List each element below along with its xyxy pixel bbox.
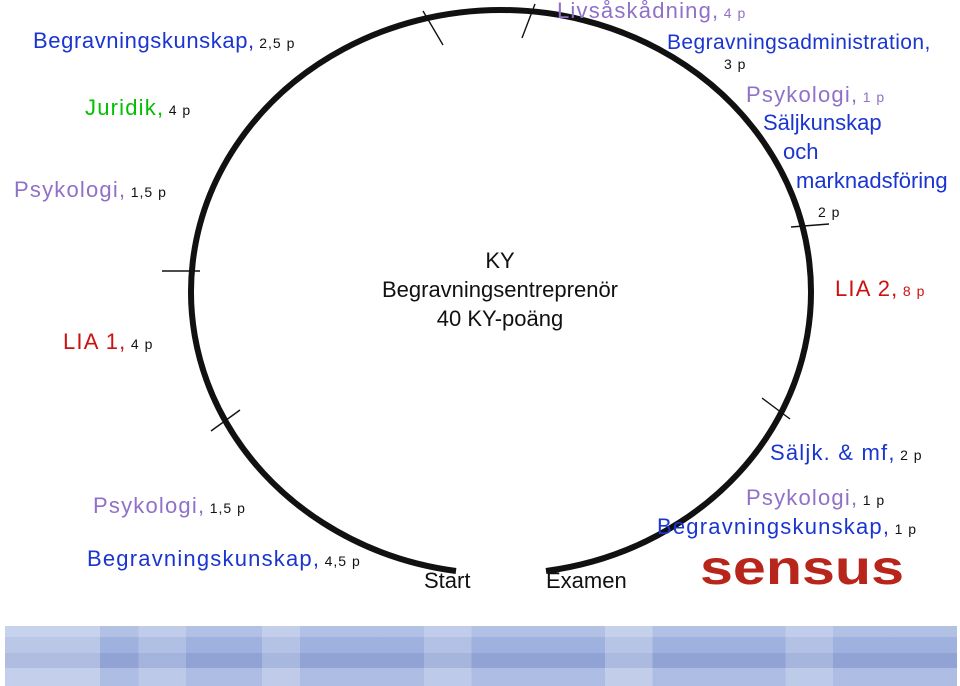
course-saljkunskap-line3: marknadsföring — [796, 168, 948, 193]
course-saljkunskap-line1: Säljkunskap — [763, 110, 882, 135]
exam-label: Examen — [546, 568, 627, 593]
program-type: KY — [485, 248, 515, 273]
section-tick — [790, 223, 830, 228]
course-psykologi-2: Psykologi, 1 p — [746, 485, 886, 510]
course-saljkunskap-line2: och — [783, 139, 819, 164]
section-tick — [521, 3, 536, 39]
ring-arc — [188, 7, 814, 574]
course-begravningsadministration-points: 3 p — [724, 56, 747, 72]
section-tick — [422, 10, 444, 46]
sensus-logo: sensus — [700, 548, 904, 590]
course-psykologi-1: Psykologi, 1 p — [746, 82, 886, 107]
course-juridik: Juridik, 4 p — [85, 95, 192, 120]
course-saljk-mf: Säljk. & mf, 2 p — [770, 440, 923, 465]
program-name: Begravningsentreprenör — [381, 277, 619, 302]
course-begravningskunskap-2: Begravningskunskap, 2,5 p — [33, 28, 296, 53]
decorative-banner-image — [5, 626, 957, 686]
course-saljkunskap-points: 2 p — [818, 204, 841, 220]
course-livsaskadning: Livsåskådning, 4 p — [557, 0, 747, 23]
course-lia-1: LIA 1, 4 p — [63, 329, 154, 354]
course-psykologi-4: Psykologi, 1,5 p — [93, 493, 246, 518]
course-lia-2: LIA 2, 8 p — [835, 276, 926, 301]
course-psykologi-3: Psykologi, 1,5 p — [14, 177, 167, 202]
section-tick — [210, 409, 241, 432]
start-label: Start — [424, 568, 471, 593]
course-begravningsadministration: Begravningsadministration, — [667, 31, 931, 54]
program-credits: 40 KY-poäng — [436, 306, 564, 331]
course-begravningskunskap-1: Begravningskunskap, 1 p — [657, 514, 918, 539]
program-title: KY Begravningsentreprenör 40 KY-poäng — [350, 246, 650, 333]
section-tick — [761, 397, 791, 420]
course-begravningskunskap-3: Begravningskunskap, 4,5 p — [87, 546, 361, 571]
svg-text:sensus: sensus — [700, 548, 904, 590]
